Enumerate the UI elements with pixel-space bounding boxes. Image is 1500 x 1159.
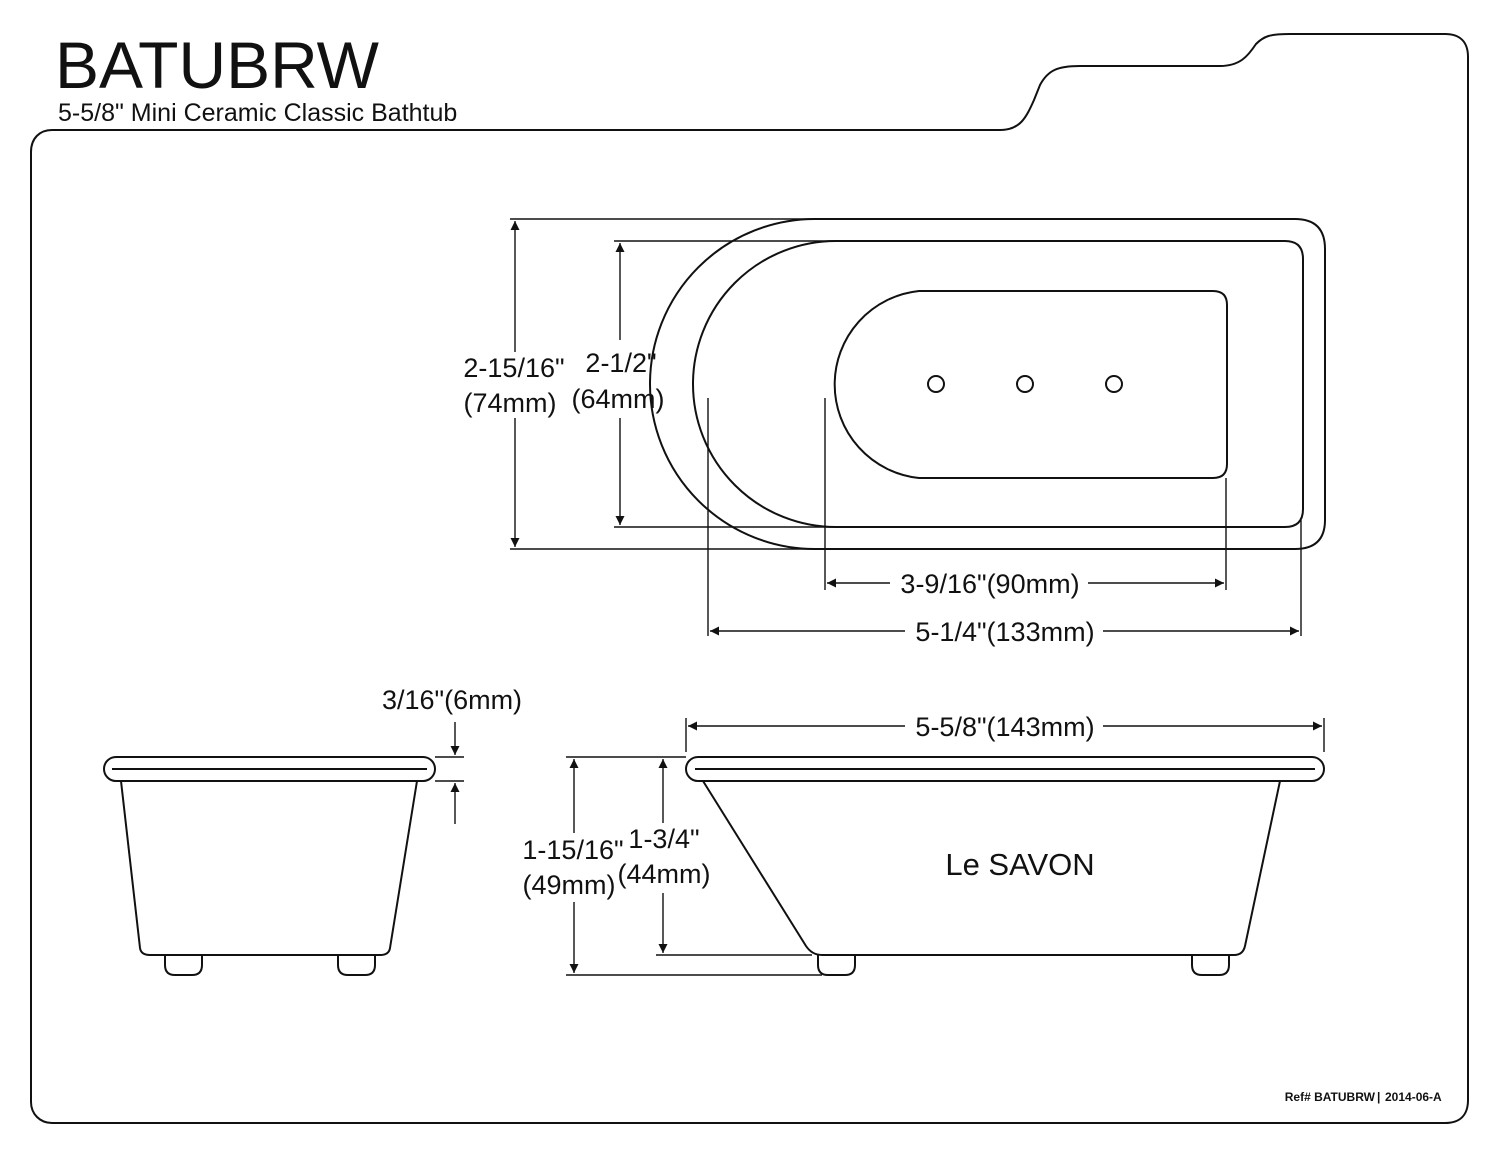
dim-inner-height-mm: (64mm) bbox=[572, 384, 665, 414]
page-subtitle: 5-5/8" Mini Ceramic Classic Bathtub bbox=[58, 99, 457, 127]
footer-ref: Ref# BATUBRW bbox=[1285, 1090, 1376, 1104]
drain-hole-2 bbox=[1016, 375, 1034, 393]
dim-basin-length-label: 3-9/16"(90mm) bbox=[900, 569, 1079, 599]
dim-outer-height-in: 2-15/16" bbox=[463, 353, 564, 383]
dim-overall-length-label: 5-5/8"(143mm) bbox=[915, 712, 1094, 742]
top-view-inner-rim bbox=[692, 240, 1304, 528]
drain-hole-3 bbox=[1105, 375, 1123, 393]
dim-rim-thickness-label: 3/16"(6mm) bbox=[382, 685, 522, 715]
footer-separator: | bbox=[1377, 1090, 1380, 1104]
end-view-foot-left bbox=[164, 955, 203, 976]
dim-rim-length-label: 5-1/4"(133mm) bbox=[915, 617, 1094, 647]
dim-body-height-in: 1-3/4" bbox=[628, 824, 699, 854]
brand-label: Le SAVON bbox=[945, 847, 1094, 882]
page-frame bbox=[30, 33, 1469, 1124]
side-view-foot-right bbox=[1191, 955, 1230, 976]
side-view-body bbox=[702, 780, 1281, 956]
drain-hole-1 bbox=[927, 375, 945, 393]
end-view: 3/16"(6mm) bbox=[103, 685, 522, 976]
dim-inner-height-in: 2-1/2" bbox=[585, 348, 656, 378]
side-view-foot-left bbox=[817, 955, 856, 976]
side-view-rim bbox=[685, 756, 1325, 782]
end-view-foot-right bbox=[337, 955, 376, 976]
dim-outer-height-mm: (74mm) bbox=[464, 388, 557, 418]
top-view: 2-15/16" (74mm) 2-1/2" (64mm) 3-9/16"(90… bbox=[463, 218, 1326, 647]
dim-total-height-in: 1-15/16" bbox=[522, 835, 623, 865]
dim-total-height-mm: (49mm) bbox=[523, 870, 616, 900]
top-view-outer-rim bbox=[649, 218, 1326, 550]
side-view: Le SAVON 5-5/8"(143mm) 1-15/16" (49mm) 1… bbox=[522, 712, 1325, 976]
end-view-body bbox=[120, 780, 418, 956]
footer-date-code: 2014-06-A bbox=[1385, 1090, 1442, 1104]
dim-body-height-mm: (44mm) bbox=[618, 859, 711, 889]
page-title: BATUBRW bbox=[55, 28, 380, 102]
top-view-basin bbox=[833, 290, 1228, 479]
end-view-rim bbox=[103, 756, 436, 782]
